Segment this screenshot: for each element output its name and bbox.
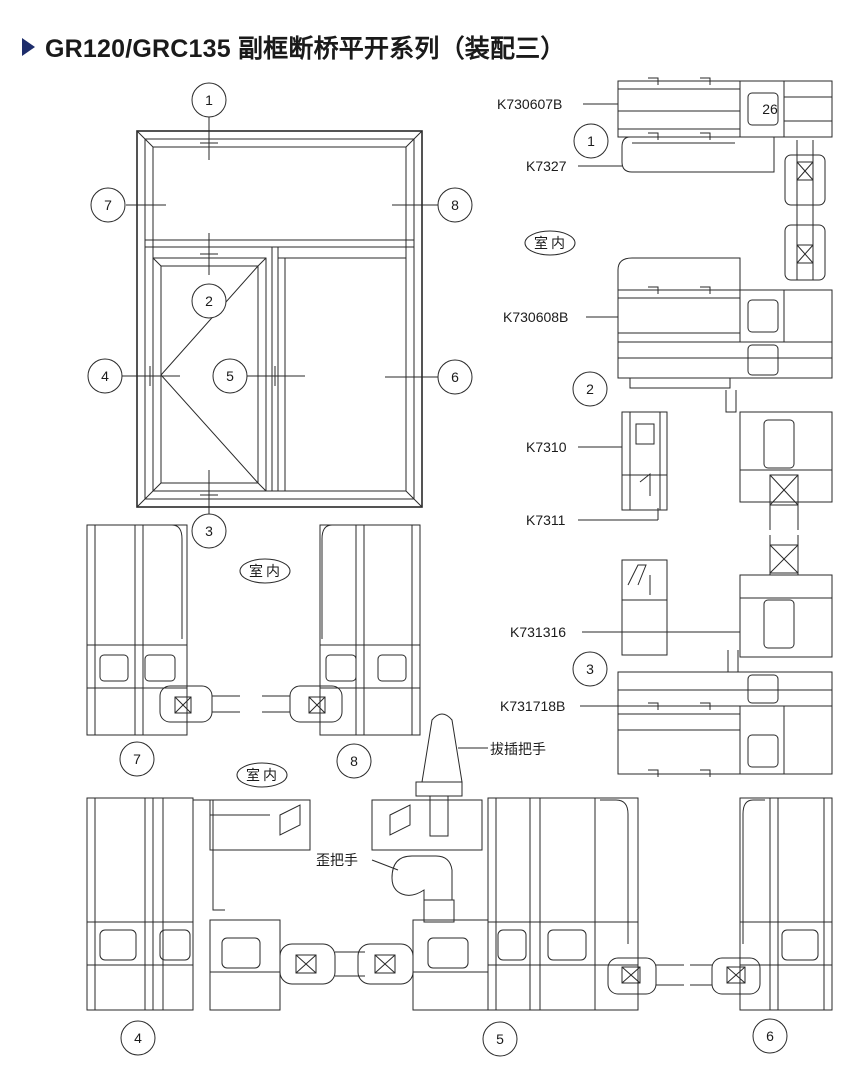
window-elevation [122, 115, 438, 515]
detail-marker-1: 1 [587, 133, 595, 149]
part-label-k731316: K731316 [510, 624, 566, 640]
section-1-profile [617, 77, 833, 281]
section-4-profile [86, 797, 365, 1011]
elevation-marker-5: 5 [226, 368, 234, 384]
section-8-profile [262, 524, 421, 736]
section-3-profile [617, 535, 833, 777]
elevation-marker-3: 3 [205, 523, 213, 539]
indoor-label-middle: 室内 [249, 563, 283, 580]
section-5-profile [357, 797, 684, 1011]
section-7-profile [86, 524, 240, 736]
indoor-label-bottom: 室内 [246, 767, 280, 784]
push-pull-handle-drawing [415, 713, 463, 837]
detail-marker-6: 6 [766, 1028, 774, 1044]
title-arrow-icon [22, 38, 35, 56]
part-label-k730607b: K730607B [497, 96, 562, 112]
part-label-k7311: K7311 [526, 512, 566, 528]
elevation-marker-1: 1 [205, 92, 213, 108]
detail-marker-8: 8 [350, 753, 358, 769]
outer-frame [136, 130, 423, 508]
elevation-markers: 1 2 3 4 5 6 7 8 [87, 82, 473, 549]
indoor-label-top: 室内 [534, 235, 568, 252]
elevation-marker-4: 4 [101, 368, 109, 384]
part-label-k730608b: K730608B [503, 309, 568, 325]
section-6-profile [690, 797, 833, 1011]
dimension-label: 26 [762, 101, 778, 117]
crank-handle-label: 歪把手 [316, 852, 358, 868]
elevation-marker-8: 8 [451, 197, 459, 213]
detail-marker-4: 4 [134, 1030, 142, 1046]
elevation-marker-2: 2 [205, 293, 213, 309]
page-header: GR120/GRC135 副框断桥平开系列（装配三） [22, 30, 566, 64]
push-pull-handle-label: 拔插把手 [490, 741, 546, 757]
part-label-k731718b: K731718B [500, 698, 565, 714]
part-label-k7327: K7327 [526, 158, 567, 174]
detail-marker-5: 5 [496, 1031, 504, 1047]
detail-marker-2: 2 [586, 381, 594, 397]
elevation-marker-7: 7 [104, 197, 112, 213]
detail-marker-7: 7 [133, 751, 141, 767]
elevation-marker-6: 6 [451, 369, 459, 385]
crank-handle-drawing [391, 855, 455, 923]
part-label-k7310: K7310 [526, 439, 567, 455]
detail-marker-3: 3 [586, 661, 594, 677]
section-2-profile [617, 257, 833, 530]
page-title: GR120/GRC135 副框断桥平开系列（装配三） [45, 35, 566, 63]
